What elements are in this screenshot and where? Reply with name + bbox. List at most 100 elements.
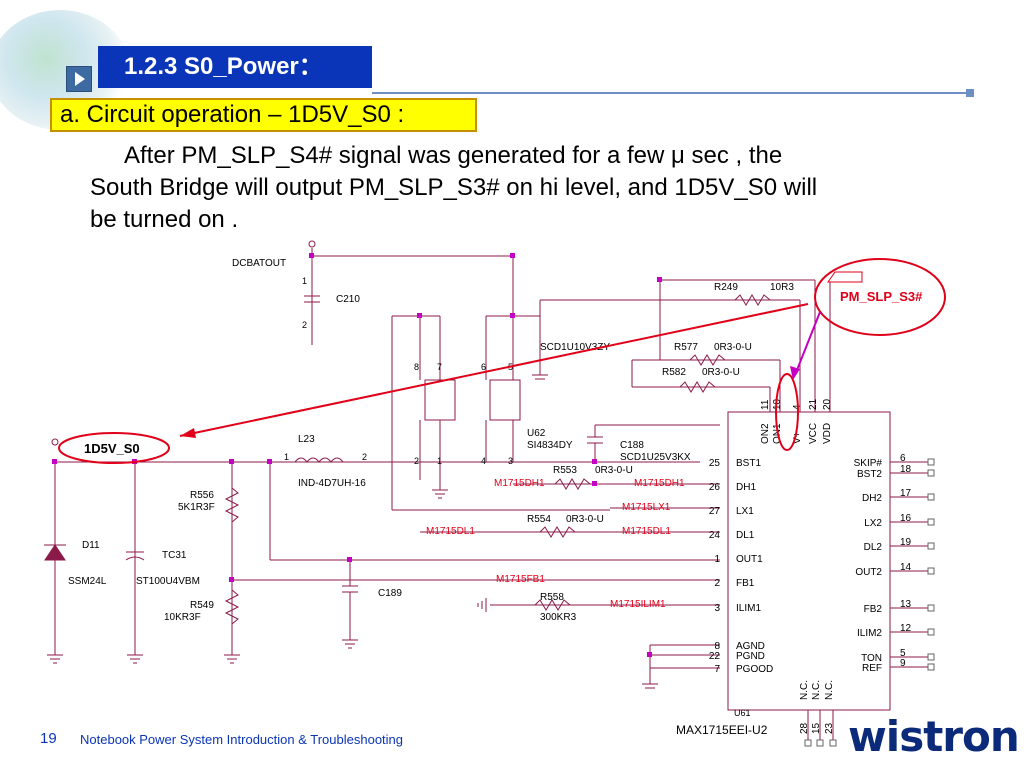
label-c210: C210 [336,294,360,305]
play-icon[interactable] [66,66,92,92]
label-d11: D11 [82,540,100,551]
paragraph-line-1: After PM_SLP_S4# signal was generated fo… [124,142,783,169]
label-l23: L23 [298,434,315,445]
rule-end-square [966,89,974,97]
label-r554-val: 0R3-0-U [566,514,604,525]
ic-top-pin-name: V+ [792,431,803,444]
label-r553-val: 0R3-0-U [595,465,633,476]
ic-top-pin-name: VCC [808,423,819,444]
net-ilim1: M1715ILIM1 [610,599,666,610]
ic-left-pin-name: AGND [736,641,765,652]
label-u62: U62 [527,428,546,439]
label-d11-part: SSM24L [68,576,107,587]
ic-bottom-pin-name: N.C. [811,680,822,700]
net-lx1: M1715LX1 [622,502,671,513]
ic-left-pin-num: 24 [709,530,721,541]
label-r249: R249 [714,282,738,293]
ic-right-pin-num: 19 [900,537,912,548]
ic-left-pin-num: 8 [714,641,720,652]
label-r549-val: 10KR3F [164,612,201,623]
body-paragraph: After PM_SLP_S4# signal was generated fo… [90,140,990,236]
ic-right-pin-num: 18 [900,464,912,475]
ic-left-pin-num: 26 [709,482,721,493]
ic-bottom-pin-num: 28 [799,722,810,734]
ic-right-pin-num: 17 [900,488,912,499]
ic-right-pin-num: 9 [900,658,906,669]
ic-top-pin-num: 10 [772,398,783,410]
label-r554: R554 [527,514,551,525]
title-rule [372,92,966,94]
footer-text: Notebook Power System Introduction & Tro… [80,732,404,747]
ic-right-pin-name: SKIP# [854,458,883,469]
label-r549: R549 [190,600,214,611]
label-r577: R577 [674,342,698,353]
label-c189: C189 [378,588,402,599]
ic-right-pin-name: REF [862,663,882,674]
ic-right-pin-num: 14 [900,562,912,573]
ic-left-pin-num: 3 [714,603,720,614]
paragraph-line-3: be turned on . [90,206,239,233]
signal-callout-label: PM_SLP_S3# [840,289,923,304]
label-r577-val: 0R3-0-U [714,342,752,353]
ic-top-pin-name: ON2 [760,423,771,444]
label-scd: SCD1U10V3ZY [540,342,610,353]
ic-bottom-pin-name: N.C. [799,680,810,700]
label-tc31-part: ST100U4VBM [136,576,200,587]
label-ic-ref: U61 [734,708,751,718]
ic-right-pin-num: 13 [900,599,912,610]
label-c188-part: SCD1U25V3KX [620,452,691,463]
ic-body [727,411,891,711]
mos-pin-4: 4 [481,456,486,466]
page-number: 19 [40,730,57,747]
ic-left-pin-name: PGND [736,651,765,662]
signal-callout-ellipse [814,258,946,336]
ic-bottom-pin-num: 23 [824,722,835,734]
label-r249-val: 10R3 [770,282,794,293]
ic-right-pin-name: DL2 [864,542,883,553]
label-dcbatout: DCBATOUT [232,258,286,269]
label-r556: R556 [190,490,214,501]
ic-left-pin-name: LX1 [736,506,754,517]
ic-left-pin-num: 27 [709,506,721,517]
mos-pin-6: 6 [481,362,486,372]
ic-left-pin-num: 7 [714,664,720,675]
ic-right-pin-name: LX2 [864,518,882,529]
label-l23-pin2: 2 [362,452,367,462]
label-r582: R582 [662,367,686,378]
mos-pin-7: 7 [437,362,442,372]
mos-pin-2: 2 [414,456,419,466]
ic-top-pin-num: 21 [808,398,819,410]
ic-left-pin-num: 2 [714,578,720,589]
ic-left-pin-name: BST1 [736,458,761,469]
label-l23-part: IND-4D7UH-16 [298,478,366,489]
ic-right-pin-num: 6 [900,453,906,464]
ic-right-pin-name: FB2 [864,604,883,615]
paragraph-line-2: South Bridge will output PM_SLP_S3# on h… [90,174,818,201]
label-ic-part: MAX1715EEI-U2 [676,723,768,737]
ic-right-pin-name: ILIM2 [857,628,882,639]
ic-bottom-pin-name: N.C. [824,680,835,700]
net-dl1-a: M1715DL1 [426,526,475,537]
mos-pin-3: 3 [508,456,513,466]
label-r558: R558 [540,592,564,603]
output-callout-label: 1D5V_S0 [84,441,140,456]
wistron-logo: wistron [848,712,1020,761]
ic-left-pin-num: 22 [709,651,721,662]
label-u62-part: SI4834DY [527,440,573,451]
ic-right-pin-name: DH2 [862,493,882,504]
net-dh1-b: M1715DH1 [634,478,685,489]
ic-right-pin-num: 16 [900,513,912,524]
slide-title: 1.2.3 S0_Power： [98,46,372,88]
output-callout-ellipse [58,432,170,464]
label-r556-val: 5K1R3F [178,502,215,513]
label-c210-pin1: 1 [302,276,307,286]
ic-right-pin-name: OUT2 [855,567,882,578]
label-c188: C188 [620,440,644,451]
label-tc31: TC31 [162,550,187,561]
ic-right-pin-name: TON [861,653,882,664]
ic-left-pin-name: DH1 [736,482,756,493]
ic-right-pin-name: BST2 [857,469,882,480]
net-dl1-b: M1715DL1 [622,526,671,537]
ic-top-pin-name: VDD [822,423,833,444]
